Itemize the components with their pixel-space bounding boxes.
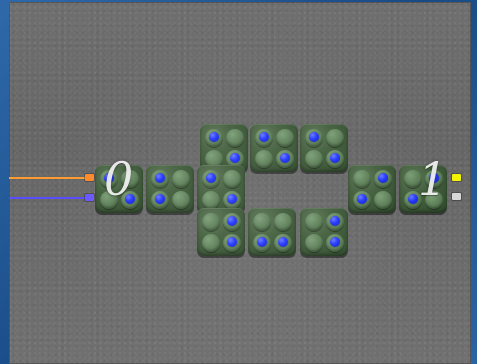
tile-right-a[interactable]: [348, 165, 396, 213]
blue-marker-icon: [309, 132, 319, 142]
tile-cell[interactable]: [223, 234, 241, 252]
tile-cell[interactable]: [326, 234, 344, 252]
blue-marker-icon: [280, 153, 290, 163]
tile-cell[interactable]: [255, 150, 273, 168]
tile-cell[interactable]: [353, 170, 371, 188]
tile-cell[interactable]: [202, 170, 220, 188]
tile-cell[interactable]: [274, 234, 292, 252]
blue-marker-icon: [206, 173, 216, 183]
tile-cell[interactable]: [305, 150, 323, 168]
blue-marker-icon: [278, 237, 288, 247]
tile-cell[interactable]: [274, 213, 292, 231]
blue-marker-icon: [209, 132, 219, 142]
tile-cell[interactable]: [374, 170, 392, 188]
tile-row3-b[interactable]: [248, 208, 296, 256]
tile-cell[interactable]: [223, 191, 241, 209]
tile-row3-c[interactable]: [300, 208, 348, 256]
blue-marker-icon: [230, 153, 240, 163]
blue-marker-icon: [227, 194, 237, 204]
tile-cell[interactable]: [172, 170, 190, 188]
tile-cell[interactable]: [223, 170, 241, 188]
input-wire-blue: [9, 197, 85, 199]
tile-cell[interactable]: [172, 191, 190, 209]
blue-marker-icon: [257, 237, 267, 247]
tile-row1-c[interactable]: [300, 124, 348, 172]
tile-cell[interactable]: [253, 213, 271, 231]
blue-marker-icon: [408, 194, 418, 204]
orange-terminal[interactable]: [85, 174, 94, 181]
blue-marker-icon: [227, 237, 237, 247]
tile-cell[interactable]: [223, 213, 241, 231]
tile-cell[interactable]: [202, 191, 220, 209]
tile-cell[interactable]: [226, 129, 244, 147]
input-wire-orange: [9, 177, 85, 179]
blue-marker-icon: [259, 132, 269, 142]
tile-cell[interactable]: [255, 129, 273, 147]
tile-cell[interactable]: [151, 170, 169, 188]
tile-cell[interactable]: [202, 213, 220, 231]
tile-cell[interactable]: [202, 234, 220, 252]
tile-left-c[interactable]: [197, 165, 245, 213]
tile-cell[interactable]: [253, 234, 271, 252]
tile-cell[interactable]: [353, 191, 371, 209]
blue-marker-icon: [330, 216, 340, 226]
blue-marker-icon: [330, 153, 340, 163]
blue-marker-icon: [227, 216, 237, 226]
blue-marker-icon: [378, 173, 388, 183]
blue-terminal[interactable]: [85, 194, 94, 201]
blue-marker-icon: [357, 194, 367, 204]
tile-cell[interactable]: [151, 191, 169, 209]
tile-cell[interactable]: [276, 150, 294, 168]
tile-cell[interactable]: [305, 129, 323, 147]
tile-cell[interactable]: [374, 191, 392, 209]
input-numeral: 0: [104, 156, 133, 202]
blue-marker-icon: [155, 194, 165, 204]
tile-left-b[interactable]: [146, 165, 194, 213]
game-board: 0 1: [9, 2, 471, 364]
tile-cell[interactable]: [326, 150, 344, 168]
output-numeral: 1: [418, 156, 447, 202]
tile-row1-b[interactable]: [250, 124, 298, 172]
tile-cell[interactable]: [205, 129, 223, 147]
blue-marker-icon: [330, 237, 340, 247]
tile-cell[interactable]: [326, 213, 344, 231]
tile-cell[interactable]: [326, 129, 344, 147]
tile-cell[interactable]: [305, 234, 323, 252]
tile-cell[interactable]: [305, 213, 323, 231]
blue-marker-icon: [155, 173, 165, 183]
yellow-terminal[interactable]: [452, 174, 461, 181]
white-terminal[interactable]: [452, 193, 461, 200]
tile-row3-a[interactable]: [197, 208, 245, 256]
tile-cell[interactable]: [276, 129, 294, 147]
